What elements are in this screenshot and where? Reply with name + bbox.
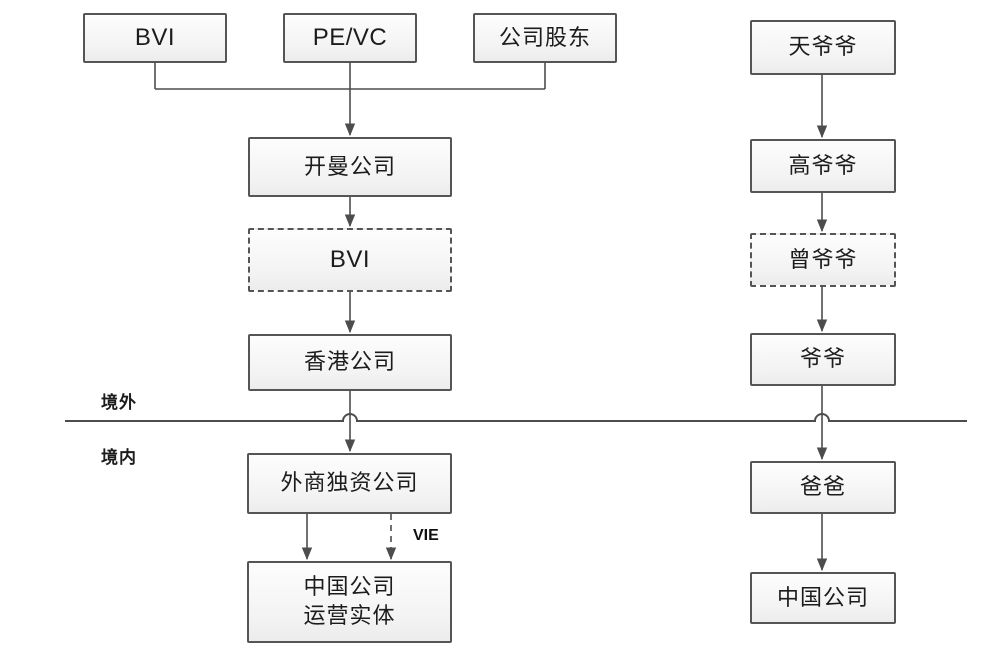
node-opco: 中国公司 运营实体 — [247, 561, 452, 643]
node-shareholders: 公司股东 — [473, 13, 617, 63]
node-opco-label-line2: 运营实体 — [303, 603, 396, 628]
node-shareholders-label: 公司股东 — [498, 24, 591, 50]
node-cayman-label: 开曼公司 — [303, 153, 396, 179]
node-sky-grandpa: 天爷爷 — [750, 20, 896, 75]
vie-arrow-label: VIE — [413, 527, 439, 544]
node-dad-label: 爸爸 — [799, 474, 846, 500]
node-cayman: 开曼公司 — [248, 137, 452, 197]
node-pevc-label: PE/VC — [312, 24, 388, 52]
node-grandpa-label: 爷爷 — [799, 346, 846, 372]
node-bvi-mid: BVI — [248, 228, 452, 292]
node-dad: 爸爸 — [750, 461, 896, 514]
node-wfoe: 外商独资公司 — [247, 453, 452, 514]
node-sky-grandpa-label: 天爷爷 — [788, 34, 858, 60]
node-opco-label-line1: 中国公司 — [303, 574, 396, 600]
onshore-label: 境内 — [101, 448, 137, 467]
node-pevc: PE/VC — [283, 13, 417, 63]
node-bvi-top: BVI — [83, 13, 227, 63]
offshore-label: 境外 — [101, 393, 137, 412]
node-china-company: 中国公司 — [750, 572, 896, 624]
node-wfoe-label: 外商独资公司 — [280, 470, 419, 496]
node-china-company-label: 中国公司 — [776, 584, 869, 610]
divider-line — [65, 413, 967, 422]
node-tall-grandpa: 高爷爷 — [750, 139, 896, 193]
node-grandpa: 爷爷 — [750, 333, 896, 386]
node-hongkong-label: 香港公司 — [303, 349, 396, 375]
node-hongkong: 香港公司 — [248, 334, 452, 391]
node-tall-grandpa-label: 高爷爷 — [788, 152, 858, 178]
node-great-grandpa-label: 曾爷爷 — [788, 246, 858, 272]
node-bvi-mid-label: BVI — [329, 246, 371, 274]
node-great-grandpa: 曾爷爷 — [750, 233, 896, 287]
node-bvi-top-label: BVI — [134, 24, 176, 52]
